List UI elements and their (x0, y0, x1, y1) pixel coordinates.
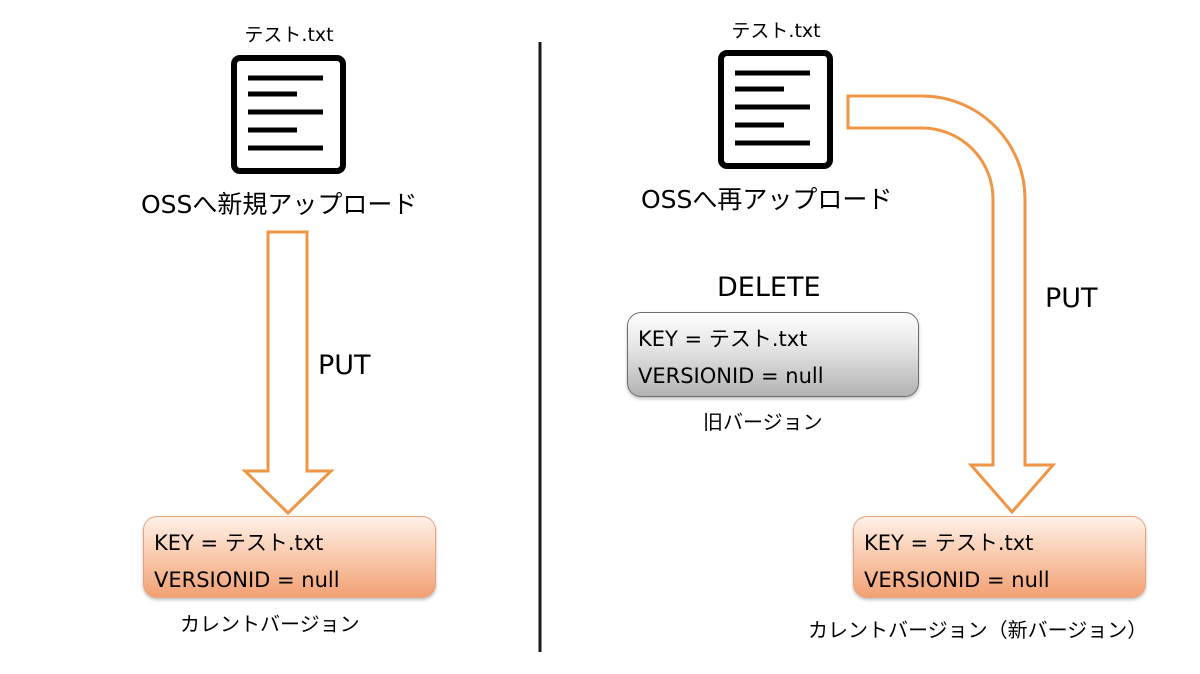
old-version-object: KEY = テスト.txt VERSIONID = null (627, 312, 919, 397)
file-name-label: テスト.txt (731, 20, 821, 42)
current-version-label: カレントバージョン (180, 612, 360, 636)
down-arrow-icon (241, 230, 335, 516)
document-icon (718, 50, 833, 169)
reupload-caption: OSSへ再アップロード (641, 185, 893, 214)
put-method-label: PUT (318, 350, 371, 381)
object-key: KEY = テスト.txt (638, 327, 808, 351)
put-method-label: PUT (1045, 283, 1098, 314)
new-current-version-label: カレントバージョン（新バージョン） (808, 618, 1148, 642)
upload-caption: OSSへ新規アップロード (141, 190, 418, 219)
document-icon (231, 55, 346, 174)
current-version-object: KEY = テスト.txt VERSIONID = null (143, 516, 436, 598)
object-key: KEY = テスト.txt (154, 531, 324, 555)
delete-method-label: DELETE (717, 272, 821, 303)
bent-arrow-icon (846, 94, 1057, 515)
object-version-id: VERSIONID = null (864, 568, 1050, 592)
object-version-id: VERSIONID = null (154, 568, 340, 592)
object-version-id: VERSIONID = null (638, 364, 824, 388)
object-key: KEY = テスト.txt (864, 531, 1034, 555)
old-version-label: 旧バージョン (703, 410, 823, 434)
file-name-label: テスト.txt (244, 24, 334, 46)
current-version-object: KEY = テスト.txt VERSIONID = null (853, 516, 1146, 598)
